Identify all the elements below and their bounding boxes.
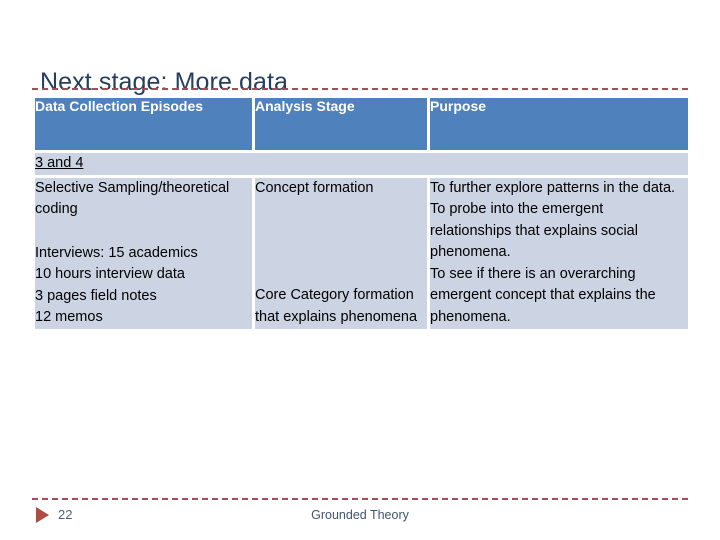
section-label-cell: 3 and 4 bbox=[35, 153, 688, 175]
purpose-text: To further explore patterns in the data.… bbox=[430, 179, 676, 325]
table-row: Selective Sampling/theoretical coding In… bbox=[35, 177, 688, 329]
page-marker: 22 bbox=[36, 507, 72, 523]
spacer bbox=[35, 221, 252, 243]
cell-analysis-stage: Concept formation Core Category formatio… bbox=[255, 177, 427, 329]
data-collection-table: Data Collection Episodes Analysis Stage … bbox=[32, 95, 691, 332]
episodes-block-counts: Interviews: 15 academics 10 hours interv… bbox=[35, 244, 198, 326]
column-header-purpose: Purpose bbox=[430, 98, 688, 150]
cell-purpose: To further explore patterns in the data.… bbox=[430, 177, 688, 329]
table-header-row: Data Collection Episodes Analysis Stage … bbox=[35, 98, 688, 150]
table-section-row: 3 and 4 bbox=[35, 153, 688, 175]
column-header-analysis-stage: Analysis Stage bbox=[255, 98, 427, 150]
footer-center-text: Grounded Theory bbox=[311, 508, 409, 522]
column-header-data-collection-episodes: Data Collection Episodes bbox=[35, 98, 252, 150]
slide-footer: 22 Grounded Theory bbox=[0, 503, 720, 529]
spacer bbox=[255, 199, 427, 285]
analysis-block-core-category: Core Category formation that explains ph… bbox=[255, 287, 418, 325]
title-divider-rule bbox=[32, 88, 688, 90]
analysis-block-concept-formation: Concept formation bbox=[255, 179, 374, 196]
page-number: 22 bbox=[58, 507, 73, 522]
cell-data-collection-episodes: Selective Sampling/theoretical coding In… bbox=[35, 177, 252, 329]
episodes-block-sampling: Selective Sampling/theoretical coding bbox=[35, 179, 230, 218]
page-title: Next stage: More data bbox=[40, 67, 289, 96]
triangle-right-icon bbox=[36, 507, 49, 523]
section-label: 3 and 4 bbox=[35, 155, 84, 171]
footer-divider-rule bbox=[32, 498, 688, 500]
